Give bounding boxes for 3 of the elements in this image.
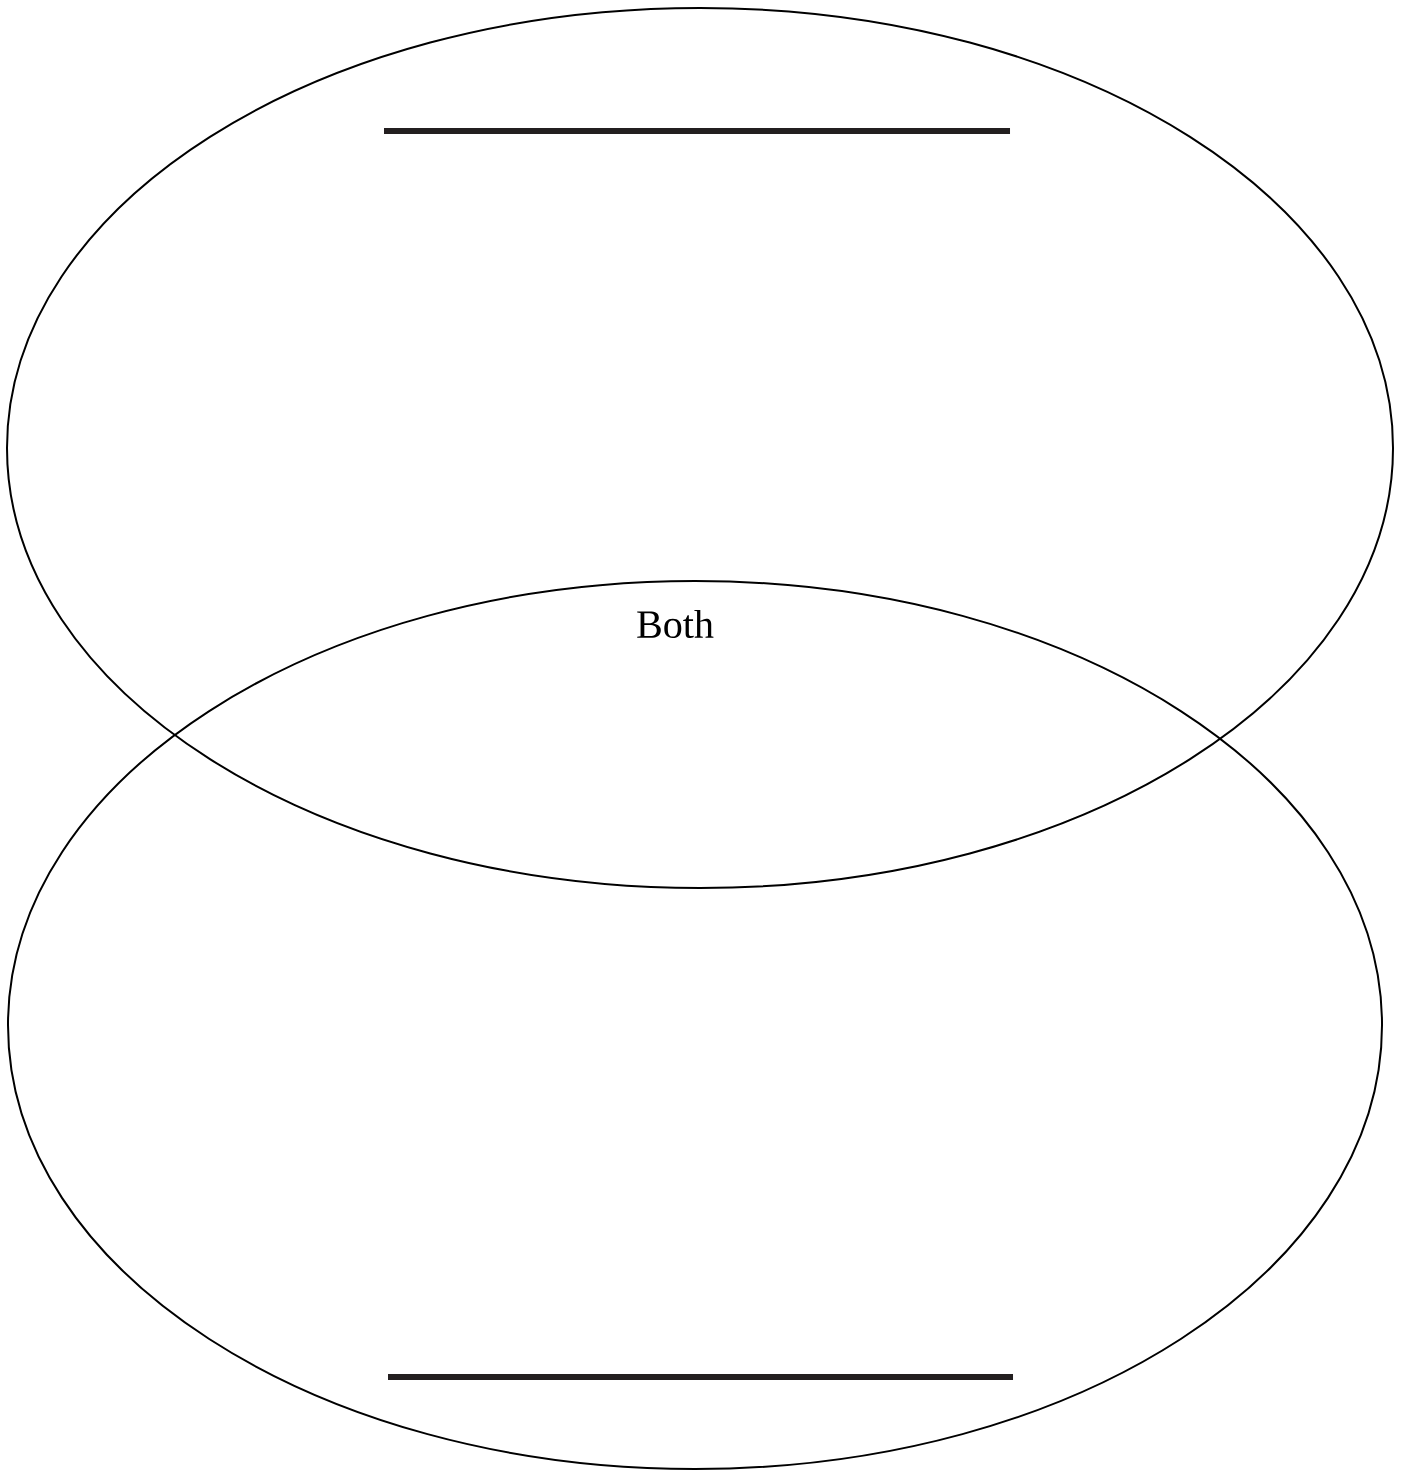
venn-ellipse: [6, 7, 1394, 889]
venn-ellipse: [7, 580, 1383, 1470]
region-label: Both: [637, 609, 714, 639]
